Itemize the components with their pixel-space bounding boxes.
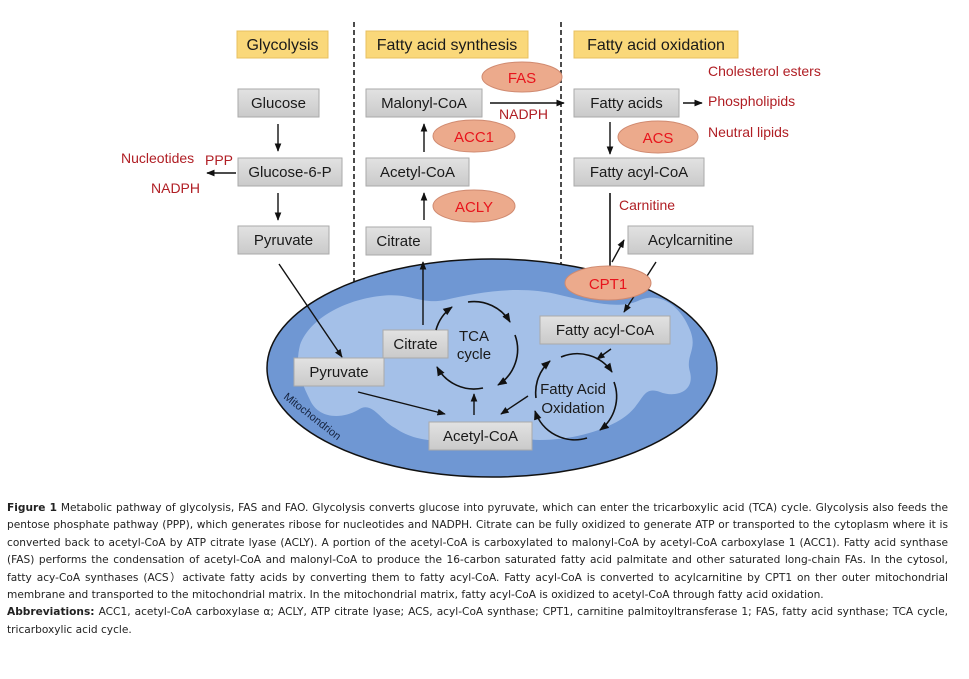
figure-caption: Figure 1 Metabolic pathway of glycolysis… (7, 500, 948, 639)
arrow-fao-to-acetyl (500, 395, 529, 415)
tca-label-line2: cycle (457, 346, 491, 363)
node-glucose-label: Glucose (251, 95, 306, 112)
caption-figure-label: Figure 1 (7, 502, 57, 514)
node-pyruvate-mito-label: Pyruvate (309, 364, 368, 381)
node-glucose-6-p: Glucose-6-P (237, 157, 343, 187)
node-glucose: Glucose (237, 88, 320, 118)
enzyme-acs-label: ACS (643, 130, 674, 147)
label-carnitine: Carnitine (619, 197, 675, 213)
node-fatty-acyl-coa-mito-label: Fatty acyl-CoA (556, 322, 654, 339)
fao-label-line2: Oxidation (541, 400, 604, 417)
node-citrate-cytosol: Citrate (365, 226, 432, 256)
enzyme-acly-label: ACLY (455, 199, 493, 216)
section-header-glycolysis-label: Glycolysis (246, 37, 318, 54)
arrow-pyruvate-to-acetyl (357, 391, 446, 416)
enzyme-acs: ACS (617, 120, 699, 154)
node-glucose-6-p-label: Glucose-6-P (248, 164, 331, 181)
enzyme-acc1: ACC1 (432, 119, 516, 153)
enzyme-fas-label: FAS (508, 70, 536, 87)
enzyme-acc1-label: ACC1 (454, 129, 494, 146)
tca-arc-bottom (436, 366, 484, 390)
tca-label-line1: TCA (459, 328, 489, 345)
fao-cycle: Fatty Acid Oxidation (534, 352, 618, 441)
caption-figure-paragraph: Figure 1 Metabolic pathway of glycolysis… (7, 500, 948, 604)
node-citrate-mito-label: Citrate (393, 336, 437, 353)
node-acetyl-coa-cytosol-label: Acetyl-CoA (380, 164, 455, 181)
node-malonyl-coa-label: Malonyl-CoA (381, 95, 467, 112)
node-citrate-cytosol-label: Citrate (376, 233, 420, 250)
node-fatty-acyl-coa-cytosol: Fatty acyl-CoA (573, 157, 705, 187)
arrow-to-acylcarnitine (611, 239, 625, 263)
label-neutral-lipids: Neutral lipids (708, 124, 789, 140)
fao-arc-left (534, 360, 551, 399)
label-ppp: PPP (205, 152, 233, 168)
node-malonyl-coa: Malonyl-CoA (365, 88, 483, 118)
label-phospholipids: Phospholipids (708, 93, 795, 109)
label-nadph-ppp: NADPH (151, 180, 200, 196)
node-citrate-mito: Citrate (382, 329, 449, 359)
node-pyruvate-mito: Pyruvate (293, 357, 385, 387)
tca-arc-right-top (467, 300, 511, 323)
section-header-fatty-acid-oxidation: Fatty acid oxidation (573, 30, 739, 59)
section-header-fatty-acid-synthesis: Fatty acid synthesis (365, 30, 529, 59)
caption-abbreviations-label: Abbreviations: (7, 606, 95, 619)
node-acetyl-coa-mito-label: Acetyl-CoA (443, 428, 518, 445)
fao-arc-top (560, 352, 613, 373)
label-cholesterol-esters: Cholesterol esters (708, 63, 821, 79)
section-header-fatty-acid-synthesis-label: Fatty acid synthesis (377, 37, 518, 54)
node-pyruvate-cytosol-label: Pyruvate (254, 232, 313, 249)
fao-arc-bottom (534, 410, 588, 441)
tca-cycle: TCA cycle (435, 300, 519, 390)
label-nadph-fas: NADPH (499, 106, 548, 122)
enzyme-cpt1: CPT1 (564, 265, 652, 301)
node-acylcarnitine-label: Acylcarnitine (648, 232, 733, 249)
arrow-acyl-coa-to-fao (596, 348, 612, 360)
enzyme-fas: FAS (481, 61, 563, 93)
section-header-fatty-acid-oxidation-label: Fatty acid oxidation (587, 37, 725, 54)
metabolic-pathway-diagram: Mitochondrion Glycolysis Fatty acid synt… (121, 22, 821, 478)
node-acetyl-coa-mito: Acetyl-CoA (428, 421, 533, 451)
fao-arc-right (599, 381, 618, 431)
node-pyruvate-cytosol: Pyruvate (237, 225, 330, 255)
caption-abbreviations-paragraph: Abbreviations: ACC1, acetyl-CoA carboxyl… (7, 604, 948, 639)
tca-arc-right (497, 334, 519, 386)
node-fatty-acyl-coa-cytosol-label: Fatty acyl-CoA (590, 164, 688, 181)
node-fatty-acyl-coa-mito: Fatty acyl-CoA (539, 315, 671, 345)
caption-figure-text: Metabolic pathway of glycolysis, FAS and… (7, 502, 948, 602)
node-fatty-acids: Fatty acids (573, 88, 680, 118)
node-acetyl-coa-cytosol: Acetyl-CoA (365, 157, 470, 187)
enzyme-cpt1-label: CPT1 (589, 276, 627, 293)
tca-arc-top (435, 306, 453, 331)
arrow-pyruvate-into-mito (278, 263, 343, 358)
section-header-glycolysis: Glycolysis (236, 30, 329, 59)
label-nucleotides: Nucleotides (121, 150, 194, 166)
node-acylcarnitine: Acylcarnitine (627, 225, 754, 255)
caption-abbreviations-text: ACC1, acetyl-CoA carboxylase α; ACLY, AT… (7, 606, 948, 636)
node-fatty-acids-label: Fatty acids (590, 95, 663, 112)
fao-label-line1: Fatty Acid (540, 381, 606, 398)
enzyme-acly: ACLY (432, 189, 516, 223)
